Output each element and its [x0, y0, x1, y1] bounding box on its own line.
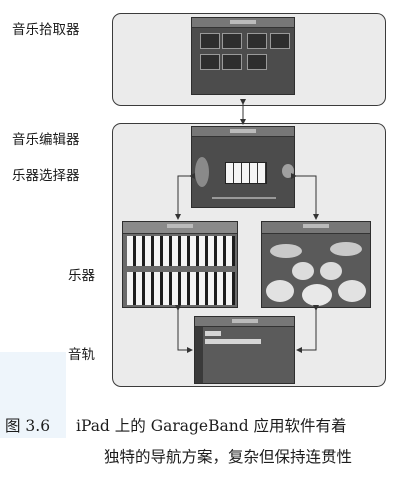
arrow-selector-keyboard [175, 173, 195, 220]
figure-number: 图 3.6 [5, 417, 51, 435]
arrow-keyboard-tracks [175, 305, 193, 353]
song-tile [222, 33, 242, 49]
music-picker-screen [191, 17, 295, 95]
music-editor-label: 音乐编辑器 [12, 132, 80, 148]
keys-lower [127, 272, 235, 305]
arrow-selector-drums [291, 173, 319, 220]
arrow-drums-tracks [296, 305, 319, 353]
song-tile [200, 54, 220, 70]
track-region [205, 339, 261, 344]
song-tile [247, 33, 267, 49]
keyboard-preview [225, 162, 267, 184]
drum [292, 262, 314, 280]
watermark-block [0, 352, 66, 438]
song-tile [247, 54, 267, 70]
song-tile [270, 33, 290, 49]
track-region [205, 331, 221, 336]
song-tile [222, 54, 242, 70]
tracks-screen [194, 316, 295, 384]
caption-line-1: iPad 上的 GarageBand 应用软件有着 [76, 417, 347, 435]
music-picker-label: 音乐拾取器 [12, 22, 80, 38]
drum [338, 280, 366, 302]
drum [302, 284, 332, 306]
drums-screen [261, 221, 371, 308]
cymbal [330, 242, 362, 256]
drum [320, 262, 342, 280]
drum [266, 280, 294, 302]
keyboard-screen [122, 221, 238, 308]
instrument-selector-label: 乐器选择器 [12, 168, 80, 184]
instruments-label: 乐器 [68, 268, 95, 284]
instrument-selector-screen [191, 126, 295, 208]
cymbal [270, 244, 302, 258]
song-tile [200, 33, 220, 49]
tracks-label: 音轨 [68, 347, 95, 363]
caption-line-2: 独特的导航方案，复杂但保持连贯性 [104, 448, 353, 466]
keys-upper [127, 236, 235, 266]
gear-icon [195, 157, 209, 187]
